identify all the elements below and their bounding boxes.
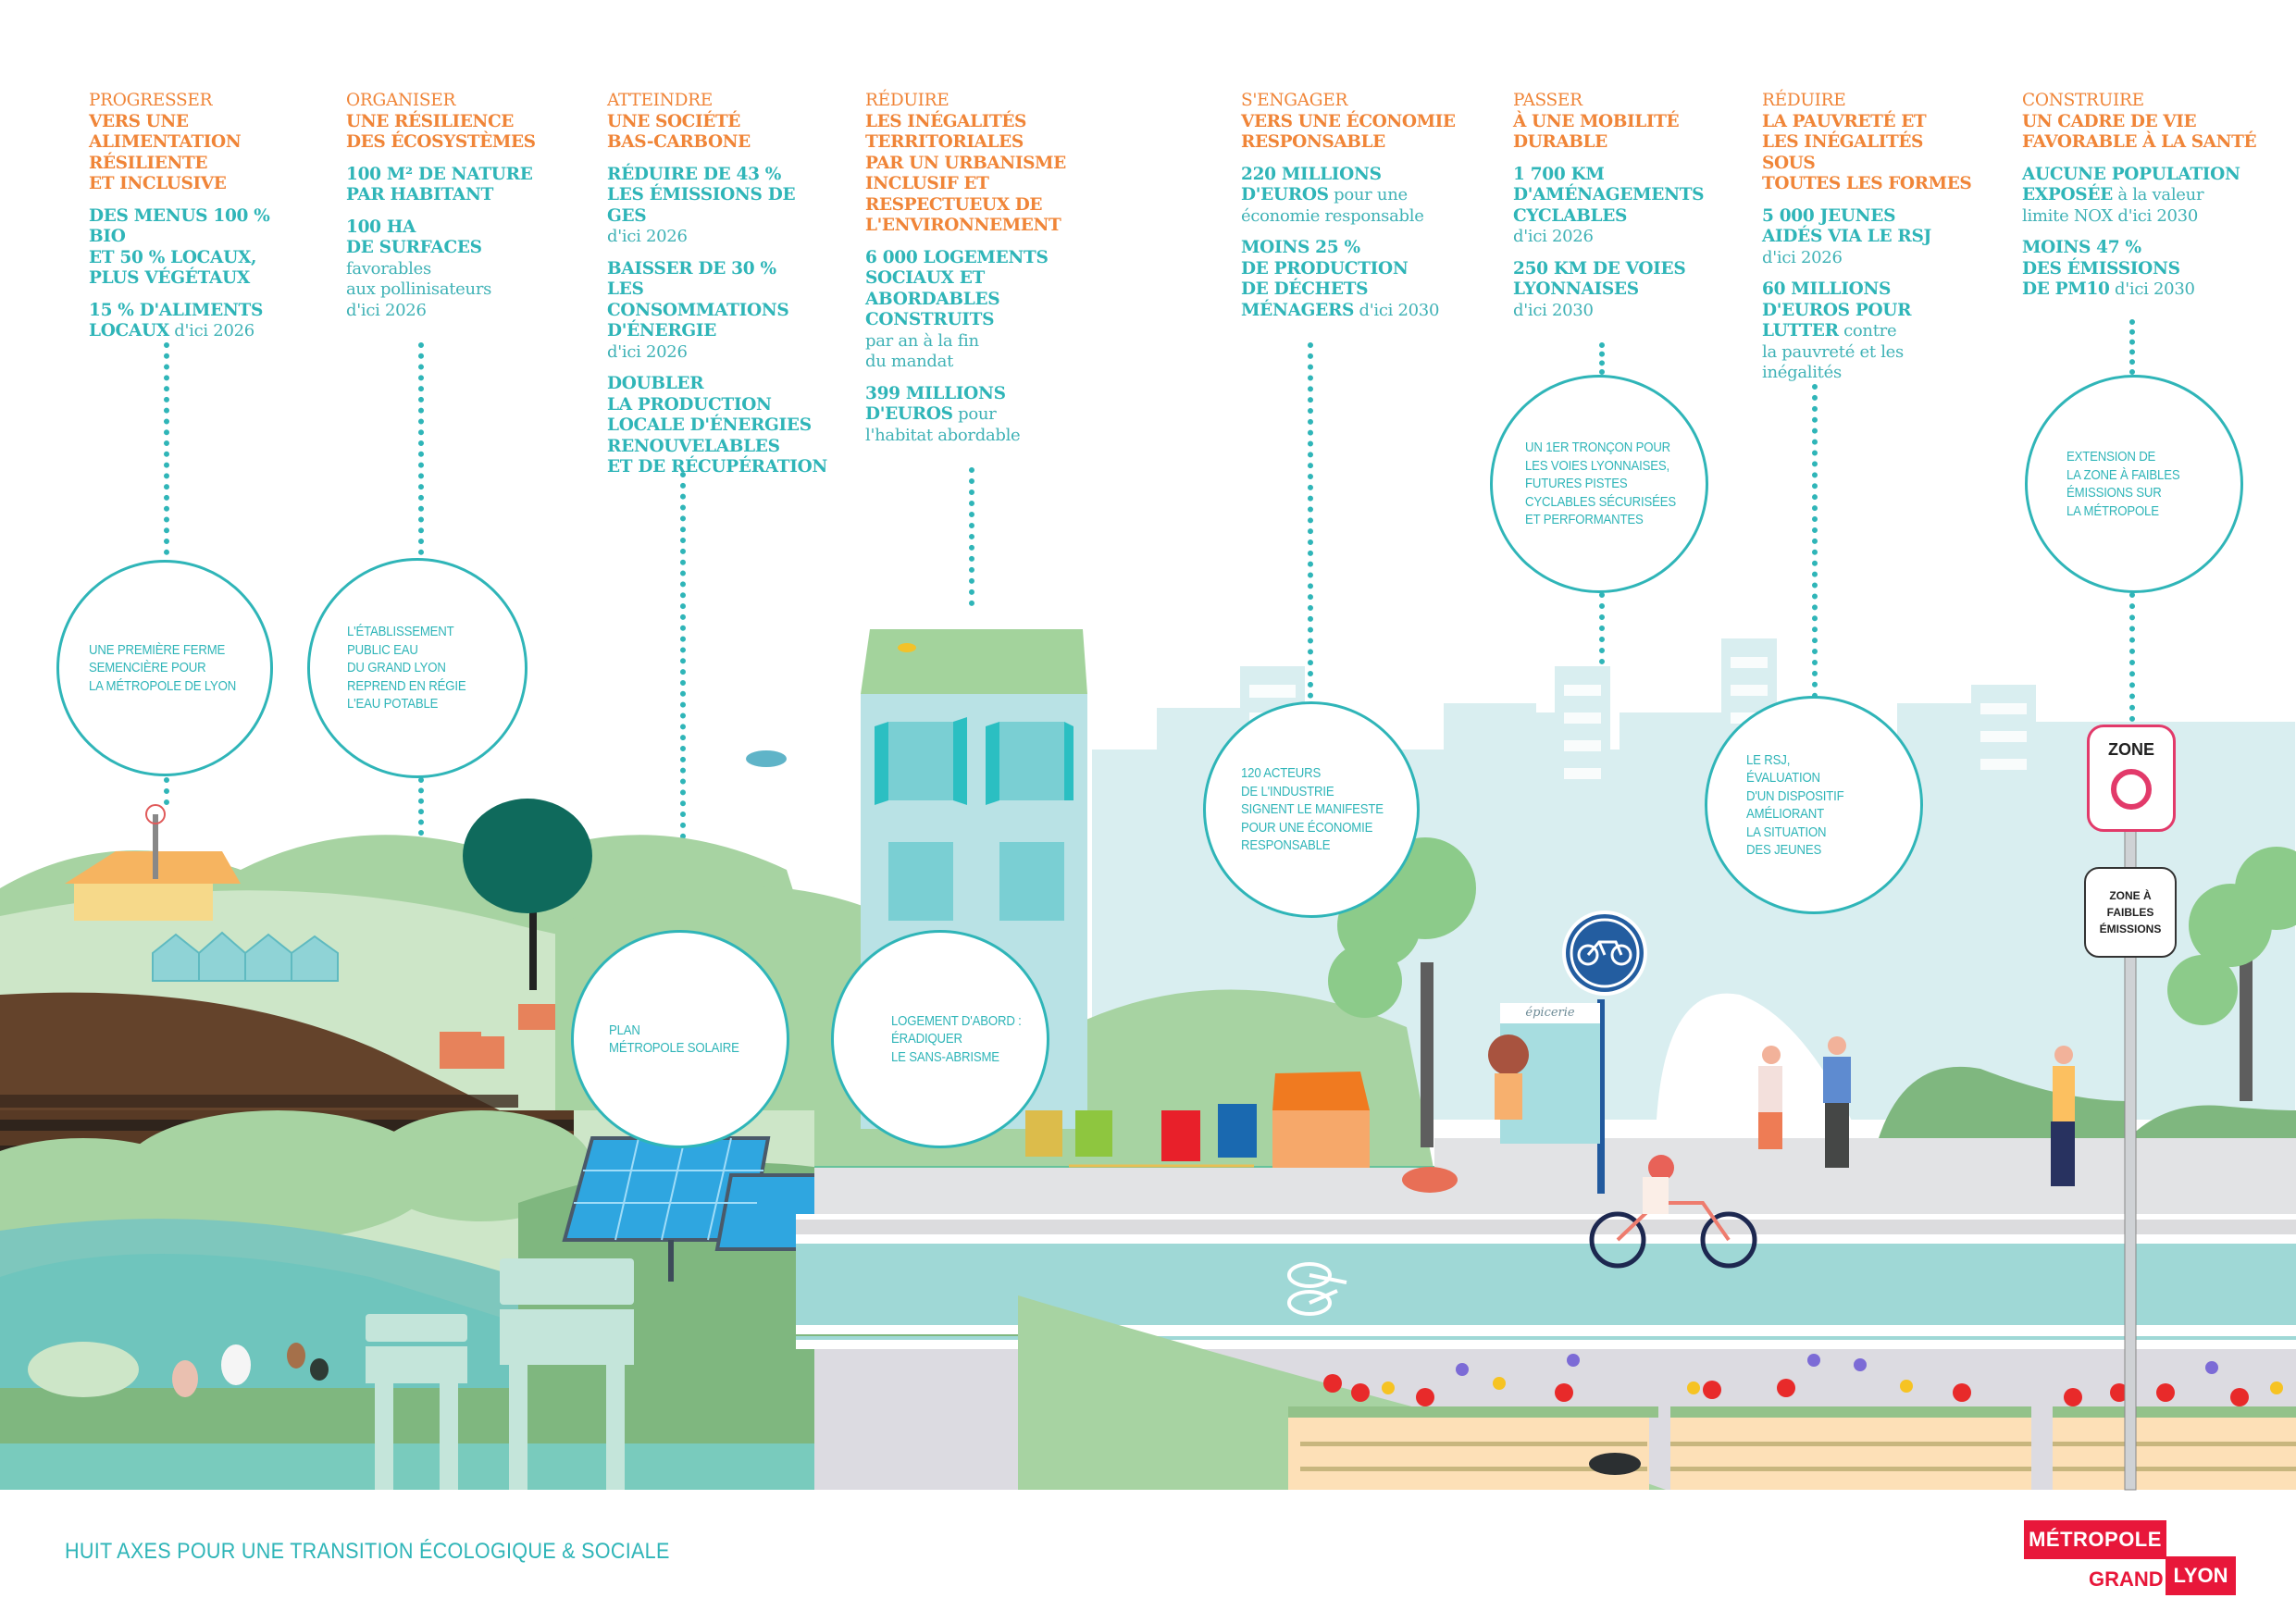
- water-towers: [366, 1258, 634, 1490]
- axis-low-carbon: ATTEINDRE UNE SOCIÉTÉ BAS-CARBONE RÉDUIR…: [607, 91, 829, 489]
- axis-ecosystems: ORGANISER UNE RÉSILIENCE DES ÉCOSYSTÈMES…: [346, 91, 559, 332]
- axis-stat: 250 KM DE VOIES LYONNAISES d'ici 2030: [1513, 258, 1686, 320]
- flower-planters: [1288, 1354, 2296, 1490]
- axis-stat: 220 MILLIONS D'EUROS pour une économie r…: [1241, 164, 1424, 226]
- axis-mobility: PASSER À UNE MOBILITÉ DURABLE 1 700 KM D…: [1513, 91, 1717, 332]
- beehives: [440, 1004, 555, 1069]
- axis-title: VERS UNE ÉCONOMIE RESPONSABLE: [1241, 111, 1456, 153]
- connector-3: [680, 472, 691, 916]
- axis-stat: 60 MILLIONS D'EUROS POUR LUTTER contre l…: [1762, 279, 1912, 382]
- axis-stat: 15 % D'ALIMENTS LOCAUX d'ici 2026: [89, 300, 264, 341]
- connector-7: [1812, 384, 1823, 699]
- logo-lyon: LYON: [2166, 1556, 2236, 1595]
- axis-stat: MOINS 25 % DE PRODUCTION DE DÉCHETS MÉNA…: [1241, 238, 1440, 320]
- low-emission-zone-sign: ZONE À FAIBLES ÉMISSIONS: [2084, 867, 2177, 958]
- axis-verb: PROGRESSER: [89, 91, 213, 110]
- axis-verb: S'ENGAGER: [1241, 91, 1348, 110]
- cat: [1589, 1453, 1641, 1475]
- poultry: [172, 1343, 329, 1397]
- axis-stat: 6 000 LOGEMENTS SOCIAUX ET ABORDABLES CO…: [865, 247, 1049, 372]
- axis-stat: 100 HA DE SURFACES favorables aux pollin…: [346, 217, 492, 320]
- axis-stat: BAISSER DE 30 % LES CONSOMMATIONS D'ÉNER…: [607, 258, 789, 362]
- connector-8: [2129, 319, 2141, 375]
- axis-title: UN CADRE DE VIE FAVORABLE À LA SANTÉ: [2022, 111, 2257, 153]
- logo-grand: GRAND: [2089, 1567, 2164, 1591]
- zone-ring-icon: [2111, 769, 2152, 810]
- grocery-shop-sign: épicerie: [1500, 1003, 1600, 1023]
- axis-verb: ATTEINDRE: [607, 91, 713, 110]
- farmhouse: [65, 804, 241, 921]
- axis-verb: RÉDUIRE: [865, 91, 949, 110]
- logo-metropole: MÉTROPOLE: [2024, 1520, 2166, 1559]
- connector-8b: [2129, 592, 2141, 722]
- axis-title: À UNE MOBILITÉ DURABLE: [1513, 111, 1680, 153]
- axis-stat: MOINS 47 % DES ÉMISSIONS DE PM10 d'ici 2…: [2022, 238, 2195, 299]
- zone-sign: ZONE: [2087, 725, 2176, 832]
- axis-economy: S'ENGAGER VERS UNE ÉCONOMIE RESPONSABLE …: [1241, 91, 1463, 332]
- connector-4: [969, 467, 980, 606]
- connector-6: [1599, 342, 1610, 375]
- footer-title: HUIT AXES POUR UNE TRANSITION ÉCOLOGIQUE…: [65, 1539, 670, 1564]
- axis-stat: 399 MILLIONS D'EUROS pour l'habitat abor…: [865, 383, 1021, 445]
- axis-stat: 5 000 JEUNES AIDÉS VIA LE RSJ d'ici 2026: [1762, 205, 1931, 267]
- dog: [1402, 1167, 1458, 1193]
- axis-verb: PASSER: [1513, 91, 1582, 110]
- axis-verb: RÉDUIRE: [1762, 91, 1846, 110]
- bike-lane-marking: [1287, 1262, 1347, 1316]
- zone-sign-label: ZONE: [2107, 740, 2154, 759]
- tree: [463, 799, 592, 990]
- axis-stat: DES MENUS 100 % BIO ET 50 % LOCAUX, PLUS…: [89, 205, 270, 289]
- bicycle-sign-icon: [1577, 940, 1632, 966]
- axis-stat: 1 700 KM D'AMÉNAGEMENTS CYCLABLES d'ici …: [1513, 164, 1705, 247]
- greenhouse: [152, 931, 339, 982]
- connector-2b: [418, 777, 429, 888]
- axis-title: VERS UNE ALIMENTATION RÉSILIENTE ET INCL…: [89, 111, 242, 194]
- axis-poverty: RÉDUIRE LA PAUVRETÉ ET LES INÉGALITÉS SO…: [1762, 91, 1975, 395]
- connector-1b: [164, 777, 175, 805]
- axis-stat: DOUBLER LA PRODUCTION LOCALE D'ÉNERGIES …: [607, 374, 827, 477]
- connector-5: [1308, 342, 1319, 699]
- connector-1: [164, 342, 175, 555]
- axis-stat: RÉDUIRE DE 43 % LES ÉMISSIONS DE GES d'i…: [607, 164, 796, 247]
- connector-2: [418, 342, 429, 555]
- axis-title: LA PAUVRETÉ ET LES INÉGALITÉS SOUS TOUTE…: [1762, 111, 1972, 194]
- axis-food: PROGRESSER VERS UNE ALIMENTATION RÉSILIE…: [89, 91, 302, 353]
- axis-health: CONSTRUIRE UN CADRE DE VIE FAVORABLE À L…: [2022, 91, 2263, 312]
- axis-title: UNE RÉSILIENCE DES ÉCOSYSTÈMES: [346, 111, 536, 153]
- birds: [746, 643, 916, 767]
- axis-stat: AUCUNE POPULATION EXPOSÉE à la valeur li…: [2022, 164, 2240, 226]
- axis-title: UNE SOCIÉTÉ BAS-CARBONE: [607, 111, 751, 153]
- axis-urbanism: RÉDUIRE LES INÉGALITÉS TERRITORIALES PAR…: [865, 91, 1087, 457]
- people: [1402, 1035, 2075, 1269]
- axis-verb: ORGANISER: [346, 91, 456, 110]
- axis-stat: 100 M² DE NATURE PAR HABITANT: [346, 164, 533, 205]
- axis-title: LES INÉGALITÉS TERRITORIALES PAR UN URBA…: [865, 111, 1066, 236]
- recycling-bins: [1025, 1072, 1370, 1205]
- axis-verb: CONSTRUIRE: [2022, 91, 2144, 110]
